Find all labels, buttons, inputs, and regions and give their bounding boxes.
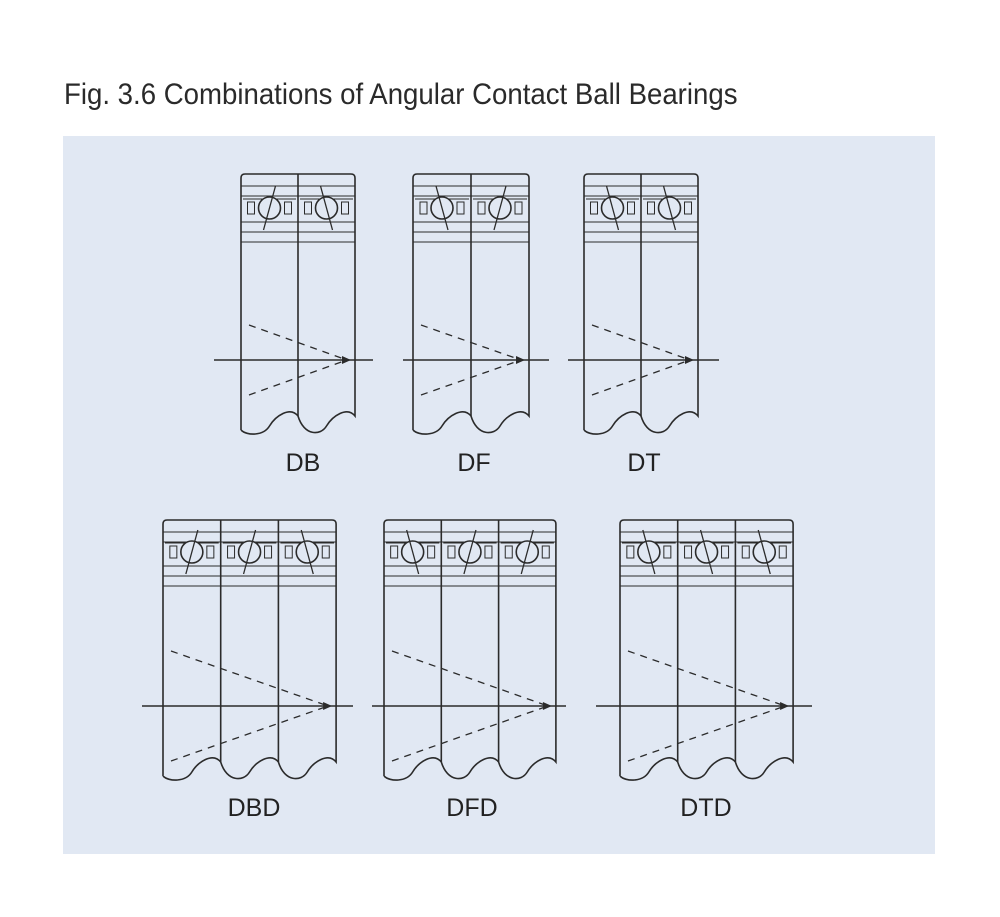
bearing-outline [162,519,337,781]
bearing-outline [619,519,794,781]
ball-1 [415,185,469,231]
bearing-set-df [403,173,549,435]
bearing-outline [412,173,530,435]
ball-2 [473,185,527,231]
ball-1 [586,185,639,231]
ball-3 [737,529,792,575]
figure-title: Fig. 3.6 Combinations of Angular Contact… [64,78,738,111]
ball-2 [443,529,497,575]
ball-1 [165,529,219,575]
load-line-lower [591,359,691,396]
load-line-lower [420,359,522,396]
bearing-set-dfd [372,519,566,781]
arrangement-label-dt: DT [627,449,660,477]
ball-3 [500,529,554,575]
bearing-set-db [214,173,373,435]
arrangement-label-dfd: DFD [446,794,497,822]
ball-1 [622,529,676,575]
load-line-upper [627,650,786,707]
load-line-upper [420,324,522,361]
load-line-lower [170,705,329,762]
load-line-upper [170,650,329,707]
bearing-set-dt [568,173,719,435]
arrangement-label-dtd: DTD [680,794,731,822]
ball-3 [280,529,335,575]
load-line-upper [591,324,691,361]
bearing-set-dtd [596,519,812,781]
load-line-upper [391,650,549,707]
load-line-lower [248,359,348,396]
arrangement-label-dbd: DBD [228,794,281,822]
arrangement-label-db: DB [286,449,321,477]
ball-2 [300,185,353,231]
load-line-upper [248,324,348,361]
ball-2 [679,529,734,575]
arrangement-label-df: DF [457,449,490,477]
bearing-outline [240,173,356,435]
ball-2 [222,529,277,575]
bearing-outline [383,519,557,781]
ball-1 [243,185,296,231]
load-line-lower [391,705,549,762]
bearing-outline [583,173,699,435]
load-line-lower [627,705,786,762]
ball-1 [386,529,440,575]
ball-2 [643,185,696,231]
bearing-set-dbd [142,519,353,781]
